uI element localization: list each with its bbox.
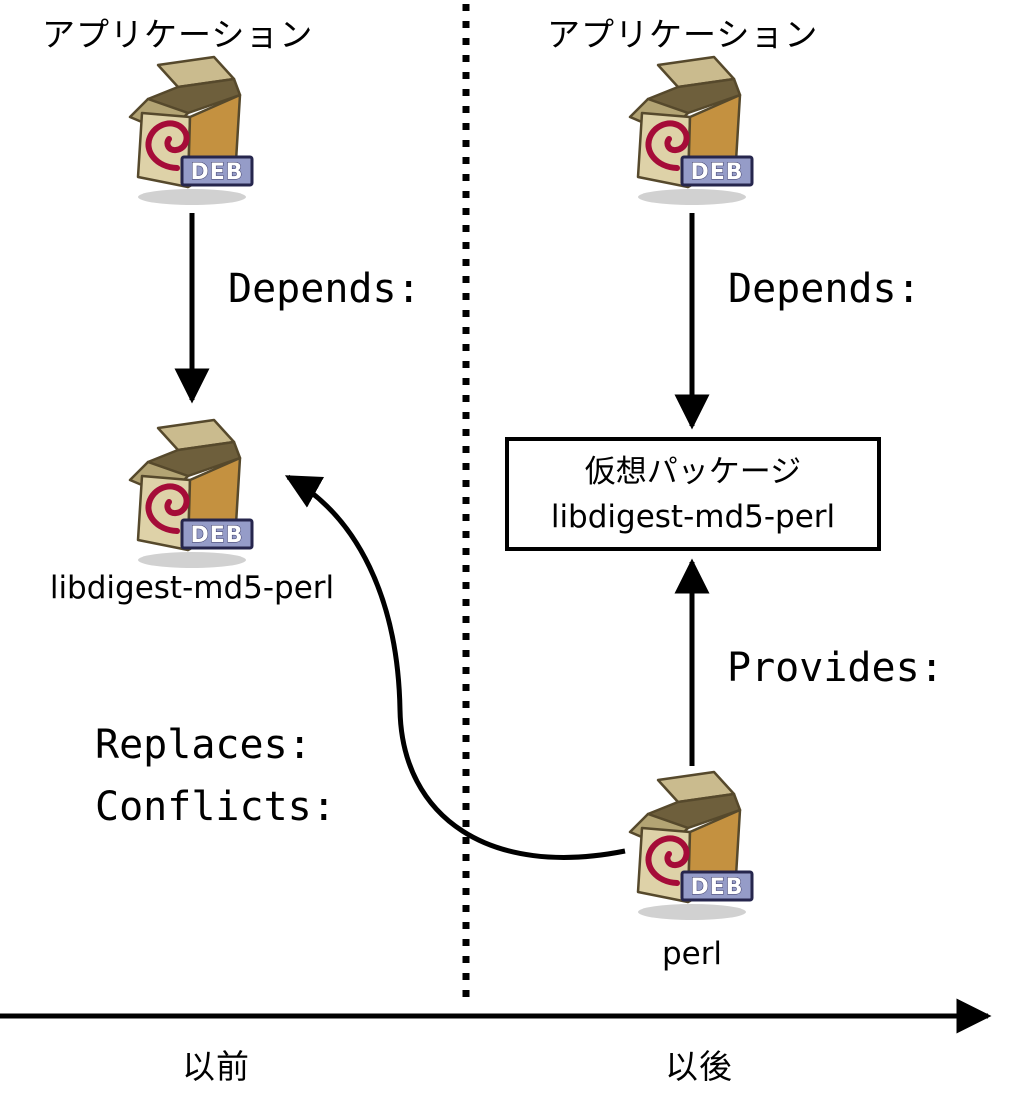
left-application-label: アプリケーション — [42, 15, 314, 54]
virtual-package-name: libdigest-md5-perl — [550, 498, 836, 535]
right-application-package-icon — [622, 55, 762, 210]
virtual-package-title: 仮想パッケージ — [584, 454, 802, 490]
perl-package-name-label: perl — [661, 936, 723, 972]
virtual-package-box: 仮想パッケージ libdigest-md5-perl — [505, 437, 881, 551]
era-before-label: 以前 — [182, 1047, 250, 1086]
left-application-package-icon — [122, 55, 262, 210]
right-application-label: アプリケーション — [547, 15, 819, 54]
era-after-label: 以後 — [665, 1047, 733, 1086]
replaces-label: Replaces: — [95, 722, 312, 768]
provides-label: Provides: — [727, 645, 944, 691]
left-libdigest-package-icon — [122, 418, 262, 573]
replaces-conflicts-arrow — [284, 474, 626, 860]
right-depends-label: Depends: — [728, 266, 921, 312]
conflicts-label: Conflicts: — [95, 784, 336, 830]
left-package-name-label: libdigest-md5-perl — [49, 570, 335, 606]
perl-package-icon — [622, 770, 762, 925]
left-depends-label: Depends: — [228, 266, 421, 312]
